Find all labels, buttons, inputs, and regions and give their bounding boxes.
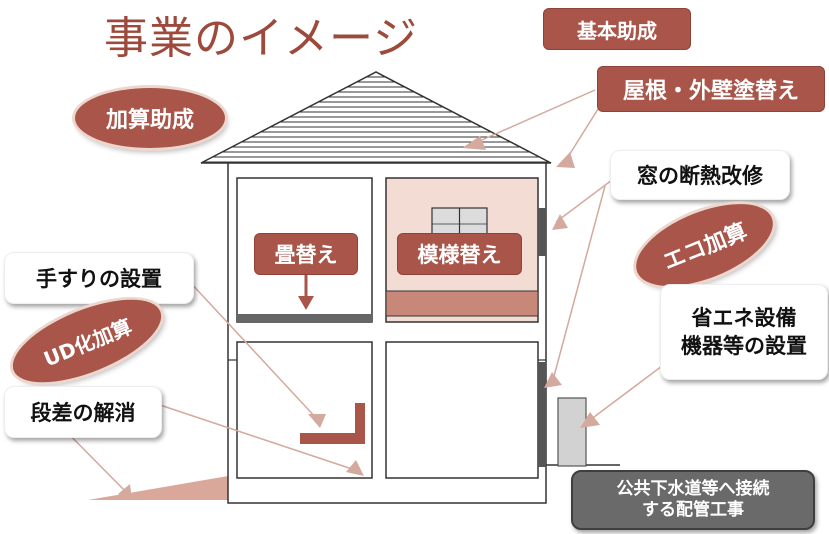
roof-wall-label: 屋根・外壁塗替え bbox=[597, 66, 825, 112]
ground-ramp bbox=[88, 476, 228, 500]
sewer-line1: 公共下水道等へ接続 bbox=[616, 478, 770, 499]
handrail-label: 手すりの設置 bbox=[4, 252, 194, 304]
connector-heads bbox=[118, 136, 600, 500]
window-sash bbox=[538, 208, 546, 256]
window-insulation-label: 窓の断熱改修 bbox=[610, 150, 790, 200]
additional-subsidy-badge: 加算助成 bbox=[75, 88, 225, 148]
room-lower-right bbox=[385, 341, 539, 479]
tatami-arrow bbox=[298, 275, 314, 310]
energy-saving-label: 省エネ設備 機器等の設置 bbox=[660, 284, 828, 380]
handrail bbox=[300, 403, 365, 444]
roof bbox=[200, 71, 552, 164]
basic-subsidy-label: 基本助成 bbox=[543, 8, 691, 50]
energy-saving-line1: 省エネ設備 bbox=[691, 305, 797, 330]
tatami-label: 畳替え bbox=[254, 233, 358, 275]
tatami-strip bbox=[237, 314, 372, 322]
sewer-connection-label: 公共下水道等へ接続 する配管工事 bbox=[571, 470, 815, 530]
energy-saving-line2: 機器等の設置 bbox=[681, 334, 807, 358]
renovation-label: 模様替え bbox=[397, 233, 522, 275]
equipment-unit bbox=[557, 397, 587, 467]
page-title: 事業のイメージ bbox=[104, 13, 419, 64]
step-removal-label: 段差の解消 bbox=[4, 386, 162, 438]
sewer-line2: する配管工事 bbox=[642, 500, 744, 520]
upper-right-floor bbox=[385, 290, 539, 317]
wall-pipe bbox=[538, 362, 546, 467]
room-lower-left bbox=[236, 341, 373, 479]
